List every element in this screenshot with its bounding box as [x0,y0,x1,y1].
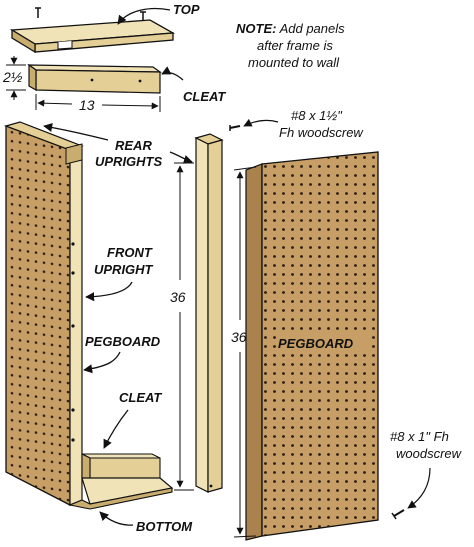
note-prefix: NOTE: [236,21,276,36]
bottom-cleat [81,453,161,483]
lower-woodscrew-label-line-1: #8 x 1" Fh [390,429,449,444]
rear-uprights-label-line-1: REAR [115,138,152,153]
cleat-height-dimension [6,56,26,100]
lower-woodscrew-leader [407,467,431,509]
panel-length-dimension [233,166,257,538]
rear-uprights-leader-right [169,151,193,164]
side-pegboard-label: PEGBOARD [85,334,161,349]
pegboard-label-clear-area [276,330,368,354]
assembly-note-line-2: after frame is [257,38,333,53]
upright-length-dimension [174,162,194,491]
top-label: TOP [173,2,200,17]
top-panel [9,19,176,54]
upper-cleat-label: CLEAT [183,89,226,104]
top-leader [117,7,171,25]
side-pegboard-leader [83,351,121,374]
upper-woodscrew-label-line-1: #8 x 1½" [291,108,343,123]
top-screw-right [140,11,146,21]
front-pegboard-label: PEGBOARD [278,336,354,351]
upper-woodscrew [229,125,241,131]
top-screw-left [35,7,41,18]
side-pegboard [5,125,71,507]
bottom-panel-label: BOTTOM [136,519,193,534]
loose-rear-upright [194,133,224,493]
bottom-panel-leader [99,511,134,526]
upper-cleat [27,63,162,94]
lower-woodscrew-label-line-2: woodscrew [396,446,463,461]
cleat-height-value: 2½ [2,69,23,85]
assembly-note-line-3: mounted to wall [248,55,340,70]
bottom-cleat-label: CLEAT [119,390,162,405]
bottom-cleat-leader [103,409,129,449]
rear-uprights-label-line-2: UPRIGHTS [95,154,163,169]
upper-woodscrew-leader [243,118,279,127]
rear-uprights-leader-left [43,122,109,141]
panel-length-value: 36 [231,329,247,345]
cleat-width-dimension [35,94,161,112]
bottom-panel [68,477,174,510]
lower-woodscrew [391,509,405,520]
front-pegboard-panel [245,151,379,541]
cleat-width-value: 13 [79,97,95,113]
upright-length-value: 36 [170,289,186,305]
upper-cleat-leader [161,66,184,81]
note-line-1-text: Add panels [276,21,345,36]
front-upright-label-line-2: UPRIGHT [94,262,154,277]
assembly-note-line-1: NOTE: Add panels [236,21,345,36]
upper-woodscrew-label-line-2: Fh woodscrew [279,125,364,140]
front-upright-leader [85,281,133,302]
front-upright-label-line-1: FRONT [107,245,153,260]
